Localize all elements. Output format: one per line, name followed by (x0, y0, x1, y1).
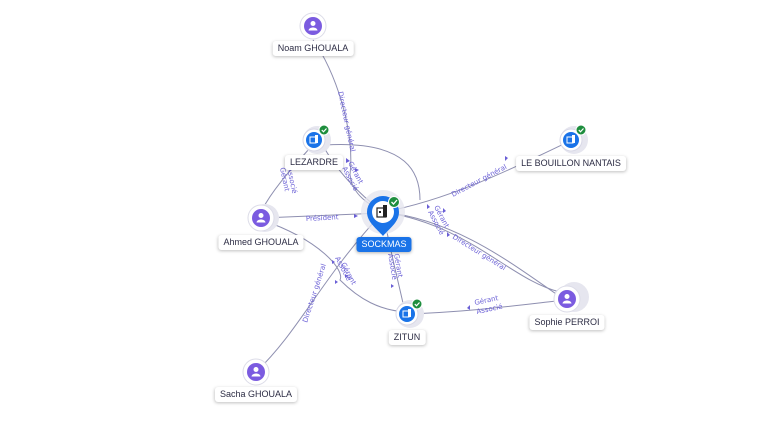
building-icon (566, 135, 575, 144)
edge-sacha-center (255, 211, 384, 373)
building-icon (402, 309, 411, 318)
edge-label: Directeur général (336, 91, 357, 153)
arrow-marker (443, 208, 446, 213)
check-badge-icon (388, 196, 400, 208)
edge-center-sophie-b (382, 211, 561, 293)
edge-center-sophie-a (382, 211, 566, 301)
user-icon (562, 294, 572, 304)
edge-label: Directeur général (450, 163, 508, 199)
node-label-noam[interactable]: Noam GHOUALA (272, 41, 354, 56)
arrow-marker (346, 158, 350, 163)
arrow-marker (354, 214, 358, 218)
arrow-marker (467, 305, 470, 310)
check-badge-icon (318, 124, 330, 136)
node-noam-ghouala[interactable] (299, 12, 327, 40)
edge-sophie-zitun (404, 299, 566, 315)
node-sacha-ghouala[interactable] (242, 358, 270, 386)
node-ahmed-ghouala[interactable] (247, 204, 279, 232)
arrow-marker (505, 156, 508, 161)
node-lezardre[interactable] (302, 124, 331, 154)
building-icon (309, 135, 318, 144)
edge-label: Directeur général (301, 263, 328, 324)
edge-lezardre-zitun (324, 144, 421, 201)
node-label-bouillon[interactable]: LE BOUILLON NANTAIS (516, 156, 626, 171)
arrow-marker (391, 284, 394, 288)
node-label-zitun[interactable]: ZITUN (388, 330, 426, 345)
user-icon (256, 213, 266, 223)
node-label-sacha[interactable]: Sacha GHOUALA (214, 387, 298, 402)
node-label-sockmas[interactable]: SOCKMAS (356, 237, 412, 252)
arrow-marker (345, 274, 348, 278)
user-icon (308, 21, 318, 31)
node-sockmas[interactable] (361, 190, 405, 236)
node-label-lezardre[interactable]: LEZARDRE (284, 155, 344, 170)
node-sophie-perroi[interactable] (553, 282, 589, 313)
node-label-ahmed[interactable]: Ahmed GHOUALA (218, 235, 304, 250)
node-le-bouillon-nantais[interactable] (559, 124, 588, 154)
arrow-marker (355, 168, 359, 172)
building-icon (376, 205, 387, 218)
node-label-sophie[interactable]: Sophie PERROI (529, 315, 605, 330)
edge-label: Directeur général (451, 233, 507, 272)
check-badge-icon (411, 298, 423, 310)
arrow-marker (447, 232, 450, 237)
arrow-marker (335, 280, 338, 284)
edge-center-bouillon (382, 139, 573, 213)
arrow-marker (427, 204, 430, 209)
arrow-marker (332, 260, 335, 264)
user-icon (251, 367, 261, 377)
edge-label: Président (306, 213, 339, 223)
check-badge-icon (575, 124, 587, 136)
node-zitun[interactable] (395, 298, 424, 328)
